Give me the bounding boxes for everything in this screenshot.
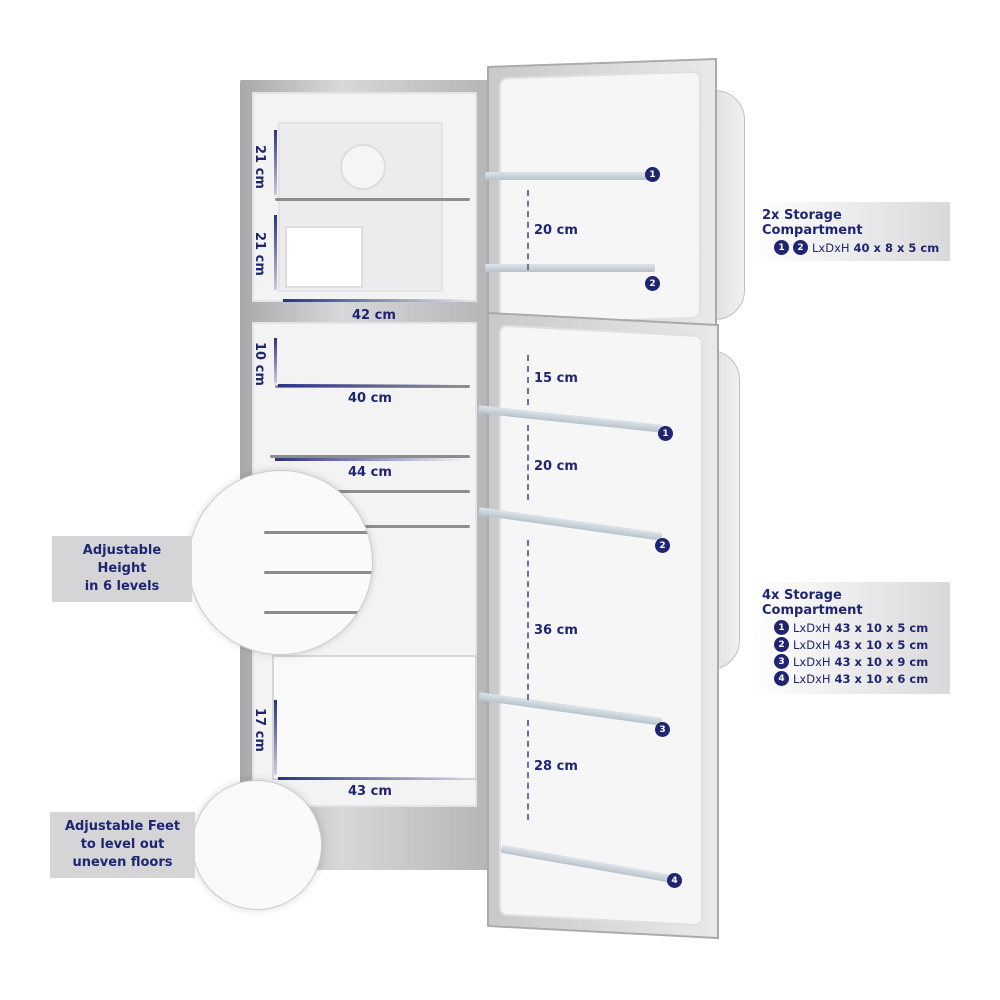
freezer-height-top: 21 cm xyxy=(252,145,267,189)
dims-value: 43 x 10 x 6 cm xyxy=(834,671,929,686)
marker-2: 2 xyxy=(793,240,808,255)
fridge-shelf xyxy=(270,490,470,493)
dimension-line xyxy=(527,190,529,270)
dims-prefix: LxDxH xyxy=(793,654,831,669)
dims-prefix: LxDxH xyxy=(793,671,831,686)
fridge-shelf xyxy=(270,525,470,528)
info-title: 2x Storage Compartment xyxy=(762,208,863,238)
callout-line: in 6 levels xyxy=(84,579,160,594)
crisper-height: 17 cm xyxy=(252,708,267,752)
freezer-door-rack-2 xyxy=(485,264,655,272)
dims-value: 43 x 10 x 9 cm xyxy=(834,654,929,669)
marker-2: 2 xyxy=(645,276,660,291)
dims-prefix: LxDxH xyxy=(793,637,831,652)
fridge-door-gap-3: 36 cm xyxy=(534,623,578,638)
freezer-door-rack-1 xyxy=(485,172,655,180)
dims-prefix: LxDxH xyxy=(812,240,850,255)
marker-1: 1 xyxy=(774,240,789,255)
dimension-line xyxy=(527,540,529,700)
fridge-height-top: 10 cm xyxy=(252,342,267,386)
info-title: 4x Storage Compartment xyxy=(762,588,863,618)
freezer-height-bottom: 21 cm xyxy=(252,232,267,276)
no-frost-fan-icon xyxy=(340,144,386,190)
dimension-line xyxy=(278,384,458,387)
marker-1: 1 xyxy=(658,426,673,441)
dimension-line xyxy=(527,355,529,405)
freezer-door-gap: 20 cm xyxy=(534,223,578,238)
freezer-door[interactable] xyxy=(487,57,717,339)
dimension-line xyxy=(275,458,465,461)
marker-1: 1 xyxy=(774,620,789,635)
dimension-line xyxy=(527,425,529,500)
adjustable-feet-callout: Adjustable Feet to level out uneven floo… xyxy=(50,812,195,878)
dims-value: 40 x 8 x 5 cm xyxy=(853,240,940,255)
marker-4: 4 xyxy=(774,671,789,686)
dimension-line xyxy=(527,720,529,820)
shelf2-width: 44 cm xyxy=(348,465,392,480)
callout-line: to level out xyxy=(80,837,165,852)
marker-4: 4 xyxy=(667,873,682,888)
dimension-line xyxy=(283,299,473,302)
freezer-width: 42 cm xyxy=(352,308,396,323)
fridge-shelf xyxy=(270,455,470,458)
fridge-door[interactable] xyxy=(487,311,719,940)
shelf-zoom-circle xyxy=(188,470,373,655)
dimension-line xyxy=(274,338,277,383)
ice-tray xyxy=(285,226,363,288)
crisper-width: 43 cm xyxy=(348,784,392,799)
dimension-line xyxy=(274,130,277,195)
dimension-line xyxy=(274,215,277,290)
marker-1: 1 xyxy=(645,167,660,182)
callout-line: Adjustable Height xyxy=(82,543,162,576)
freezer-shelf xyxy=(275,198,470,201)
fridge-door-gap-2: 20 cm xyxy=(534,459,578,474)
crisper-drawer xyxy=(272,655,477,780)
fridge-door-gap-1: 15 cm xyxy=(534,371,578,386)
dims-value: 43 x 10 x 5 cm xyxy=(834,637,929,652)
dims-value: 43 x 10 x 5 cm xyxy=(834,620,929,635)
marker-3: 3 xyxy=(774,654,789,669)
marker-2: 2 xyxy=(774,637,789,652)
callout-line: Adjustable Feet xyxy=(64,819,181,834)
dimension-line xyxy=(274,700,277,775)
marker-3: 3 xyxy=(655,722,670,737)
adjustable-height-callout: Adjustable Height in 6 levels xyxy=(52,536,192,602)
feet-zoom-circle xyxy=(192,780,322,910)
dimension-line xyxy=(278,777,473,780)
marker-2: 2 xyxy=(655,538,670,553)
callout-line: uneven floors xyxy=(72,855,173,870)
shelf1-width: 40 cm xyxy=(348,391,392,406)
dims-prefix: LxDxH xyxy=(793,620,831,635)
freezer-compartment-info: 2x Storage Compartment 1 2 LxDxH 40 x 8 … xyxy=(752,202,950,261)
fridge-door-gap-4: 28 cm xyxy=(534,759,578,774)
